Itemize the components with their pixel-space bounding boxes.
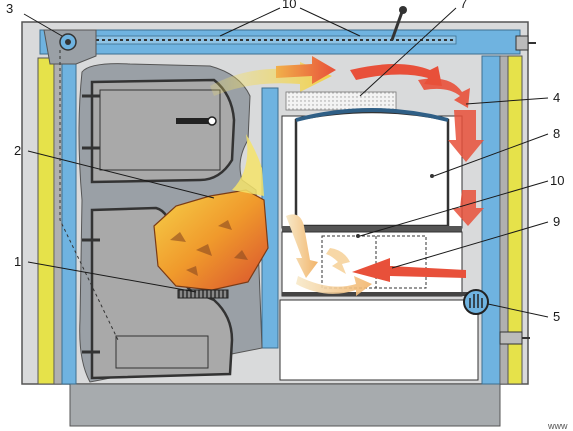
upper-door-handle — [176, 118, 212, 124]
label-3: 3 — [6, 1, 13, 16]
oven-top-insulation — [286, 92, 396, 110]
label-5: 5 — [553, 309, 560, 324]
label-2: 2 — [14, 143, 21, 158]
left-wall — [38, 58, 76, 384]
corner-mark: www — [547, 421, 568, 431]
base-plinth — [70, 384, 500, 426]
grate — [178, 290, 228, 298]
lower-cabinet — [280, 300, 478, 380]
label-1: 1 — [14, 254, 21, 269]
label-8: 8 — [553, 126, 560, 141]
label-10-right: 10 — [550, 173, 564, 188]
label-9: 9 — [553, 214, 560, 229]
upper-door — [82, 80, 234, 182]
label-10-top: 10 — [282, 0, 296, 11]
label-7: 7 — [460, 0, 467, 11]
label-4: 4 — [553, 90, 560, 105]
thermostat-icon — [464, 290, 488, 314]
